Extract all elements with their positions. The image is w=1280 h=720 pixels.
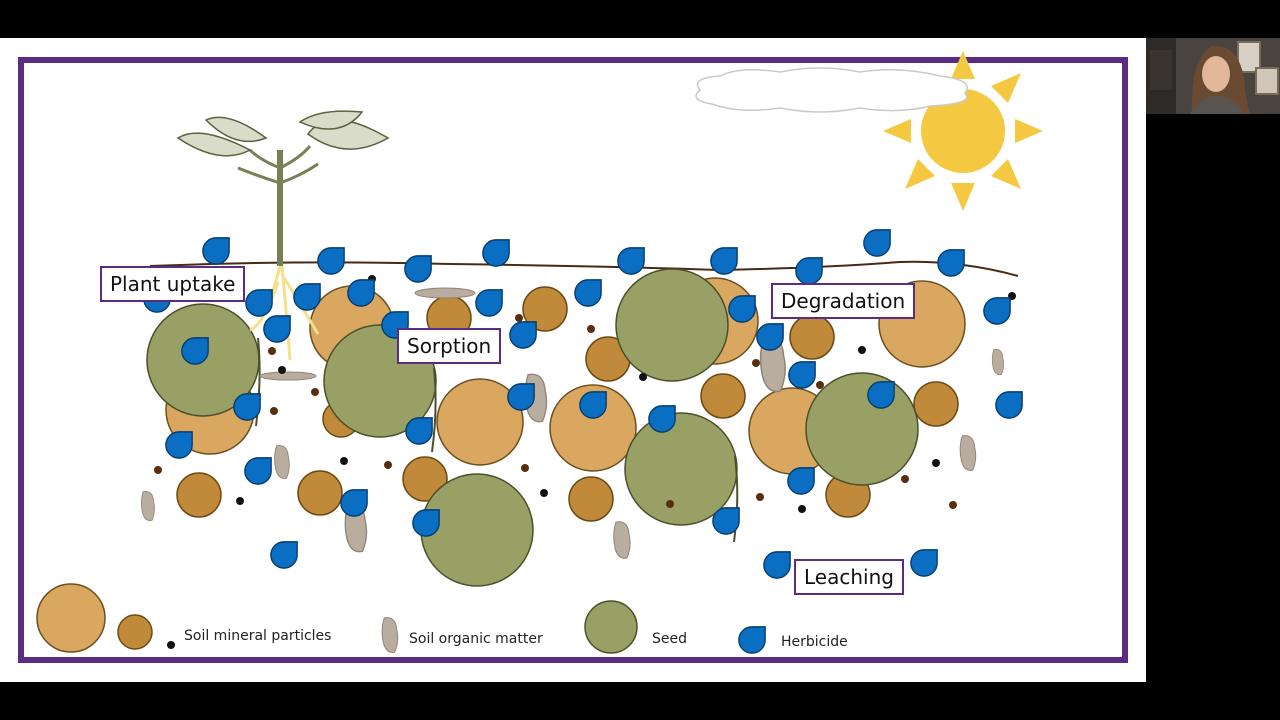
legend [36,583,766,654]
cloud-icon [695,67,968,113]
webcam-presenter [1146,38,1280,114]
label-leaching: Leaching [794,559,904,595]
plant-icon [176,110,390,361]
slide: Plant uptake Sorption Degradation Leachi… [0,38,1146,682]
label-degradation: Degradation [771,283,916,319]
legend-seed: Seed [652,631,687,647]
legend-herbicide: Herbicide [781,634,848,650]
small-mineral-particles [154,314,957,509]
legend-organic-matter: Soil organic matter [409,631,543,647]
organic-matter [140,287,1005,559]
label-sorption: Sorption [397,328,502,364]
label-plant-uptake: Plant uptake [100,266,246,302]
soil-diagram [18,51,1128,663]
legend-soil-mineral: Soil mineral particles [184,628,332,644]
